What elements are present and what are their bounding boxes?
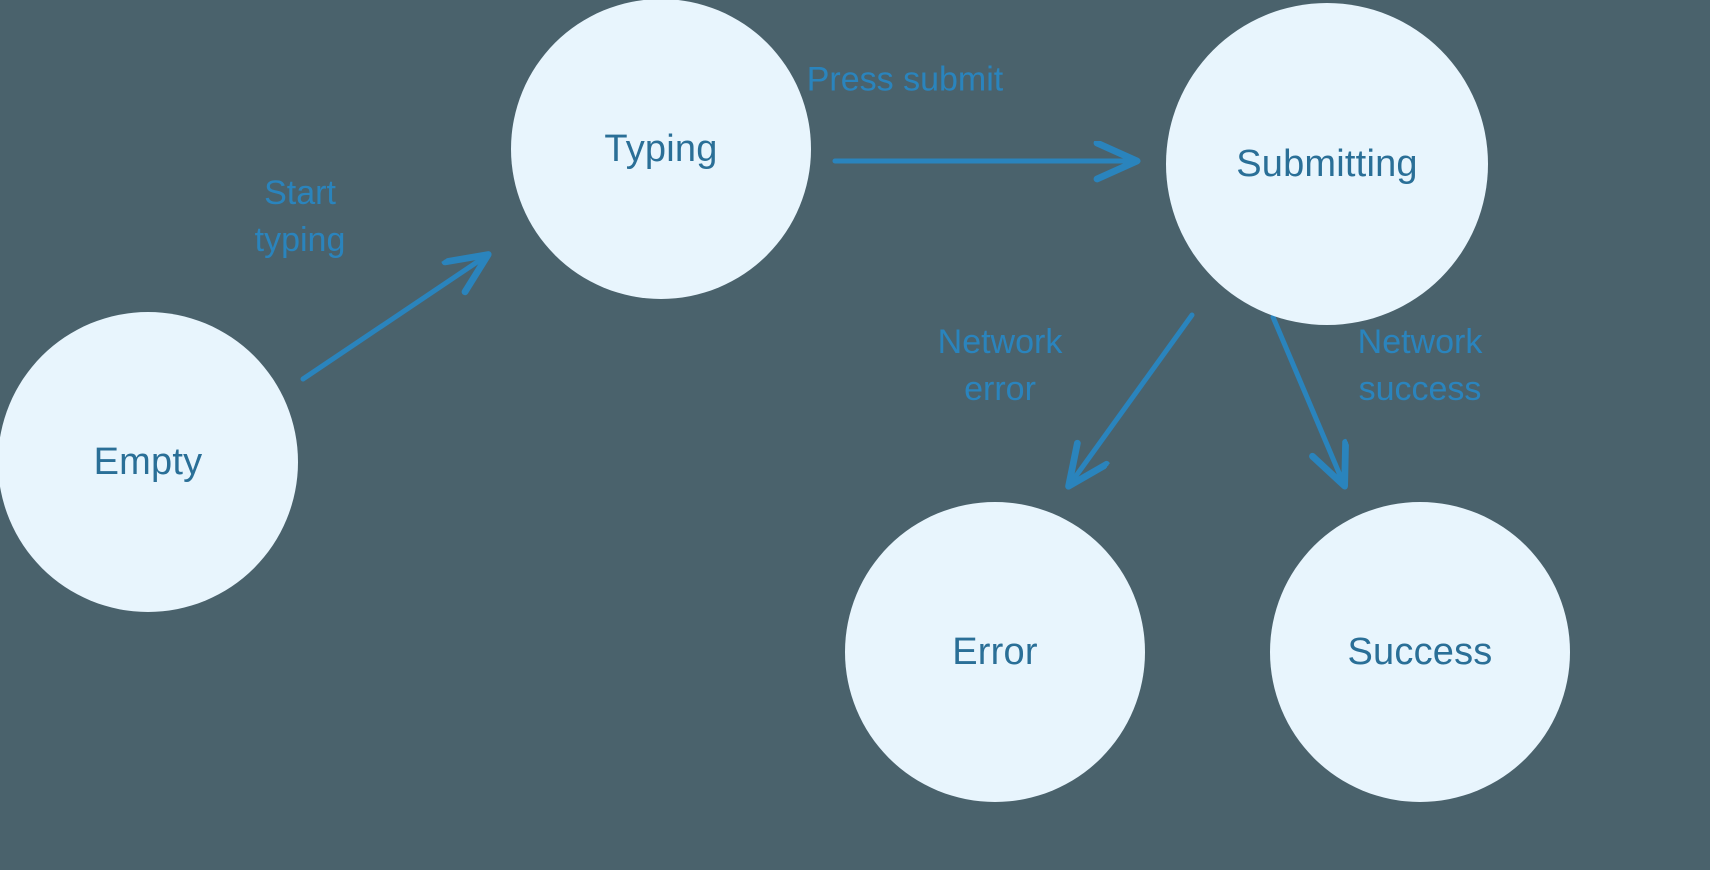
state-node-label: Success — [1347, 631, 1493, 673]
edge-empty-to-typing — [300, 254, 489, 382]
state-node-label: Submitting — [1236, 143, 1418, 185]
state-node-error[interactable]: Error — [845, 502, 1145, 802]
edge-label-network-success: Network success — [1357, 323, 1483, 408]
edge-label-press-submit: Press submit — [806, 60, 1004, 99]
state-node-empty[interactable]: Empty — [0, 312, 298, 612]
state-node-label: Empty — [93, 441, 203, 483]
edge-submitting-to-error — [1068, 312, 1195, 487]
state-node-submitting[interactable]: Submitting — [1166, 3, 1488, 325]
edge-label-network-error: Network error — [937, 323, 1063, 408]
edge-label-start-typing: Start typing — [254, 174, 346, 259]
state-node-typing[interactable]: Typing — [511, 0, 811, 299]
state-node-success[interactable]: Success — [1270, 502, 1570, 802]
state-node-label: Error — [952, 631, 1038, 673]
state-node-label: Typing — [604, 128, 718, 170]
edge-submitting-to-success — [1270, 314, 1345, 490]
